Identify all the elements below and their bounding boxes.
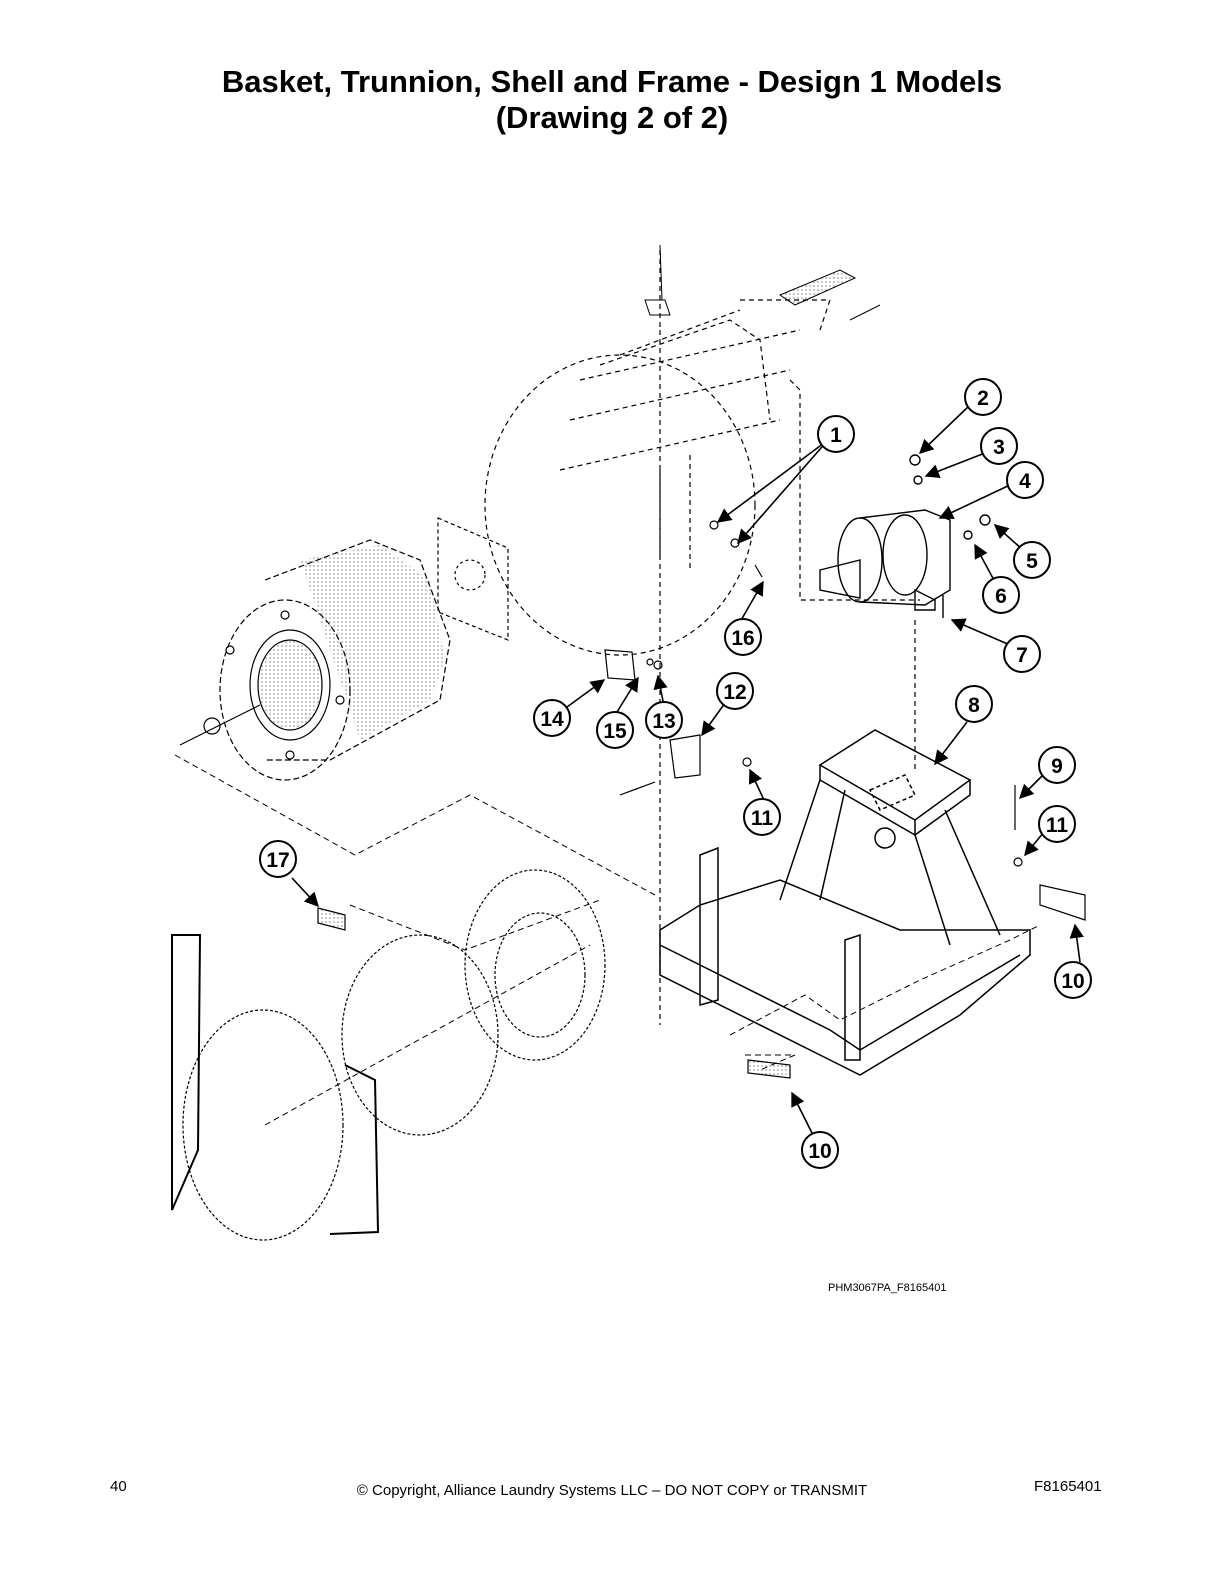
svg-text:14: 14 [540,708,564,731]
frame [659,729,1031,1076]
page-subtitle: (Drawing 2 of 2) [495,100,729,135]
callout-1: 1 [817,415,855,453]
svg-text:8: 8 [968,694,980,717]
svg-text:5: 5 [1026,550,1038,573]
callout-15: 15 [596,711,634,749]
svg-text:9: 9 [1051,755,1063,778]
callout-13: 13 [645,701,683,739]
page-title: Basket, Trunnion, Shell and Frame - Desi… [221,64,1003,99]
callout-9: 9 [1038,746,1076,784]
callout-11-center: 11 [743,798,781,836]
svg-text:1: 1 [830,424,842,447]
svg-text:12: 12 [723,681,746,704]
callout-12: 12 [716,672,754,710]
guide-lines [174,754,1041,1126]
callout-5: 5 [1013,541,1051,579]
basket [179,539,451,781]
rear-plate [437,517,509,641]
svg-text:10: 10 [1061,970,1084,993]
callout-16: 16 [724,618,762,656]
callout-6: 6 [982,576,1020,614]
svg-text:4: 4 [1019,470,1031,493]
callout-7: 7 [1003,635,1041,673]
svg-text:16: 16 [731,627,754,650]
document-number: F8165401 [1034,1478,1102,1495]
callout-11-right: 11 [1038,805,1076,843]
callout-10-right: 10 [1054,961,1092,999]
svg-text:10: 10 [808,1140,831,1163]
svg-text:15: 15 [603,720,627,743]
callout-2: 2 [964,378,1002,416]
copyright-notice: © Copyright, Alliance Laundry Systems LL… [356,1482,868,1499]
svg-text:11: 11 [751,807,774,830]
callout-3: 3 [980,427,1018,465]
callout-14: 14 [533,699,571,737]
svg-text:17: 17 [266,849,289,872]
callout-10-bottom: 10 [801,1131,839,1169]
shell-top-rail [644,244,881,321]
svg-text:11: 11 [1046,814,1069,837]
trunnion [819,454,991,618]
svg-text:7: 7 [1016,644,1028,667]
svg-text:3: 3 [993,436,1005,459]
shell-dashed [484,250,920,1025]
figure-code: PHM3067PA_F8165401 [828,1282,947,1294]
svg-text:2: 2 [977,387,989,410]
leader-arrows [291,404,1084,1134]
page-number: 40 [110,1478,127,1495]
callout-4: 4 [1006,461,1044,499]
callout-17: 17 [259,840,297,878]
svg-text:13: 13 [652,710,675,733]
svg-text:6: 6 [995,585,1007,608]
small-parts [317,520,1086,1079]
door-assembly [171,869,606,1241]
callout-8: 8 [955,685,993,723]
